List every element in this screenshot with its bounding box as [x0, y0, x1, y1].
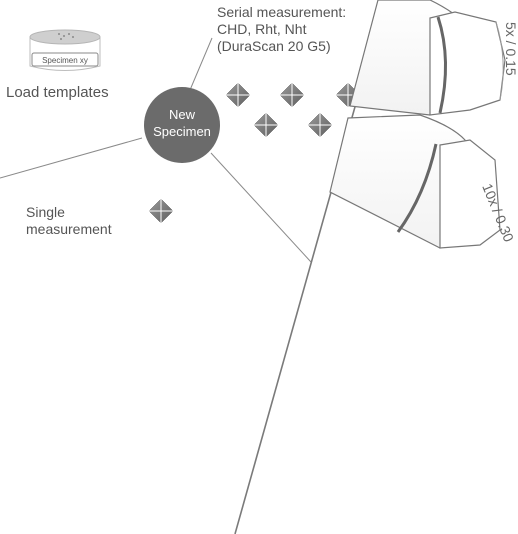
new-specimen-label-line1: New: [169, 107, 196, 122]
single-measurement-label[interactable]: Single measurement: [26, 204, 112, 237]
load-templates-label[interactable]: Load templates: [6, 84, 109, 101]
specimen-holder-icon[interactable]: Specimen xy: [29, 29, 101, 71]
objective-lens-icon[interactable]: 10x / 0.30: [329, 114, 517, 249]
diamond-marker-icon[interactable]: [307, 112, 333, 138]
diamond-marker-icon[interactable]: [279, 82, 305, 108]
serial-measurement-label[interactable]: Serial measurement: CHD, Rht, Nht (DuraS…: [217, 4, 347, 54]
specimen-card-label: Specimen xy: [42, 56, 88, 65]
new-specimen-button[interactable]: New Specimen: [144, 87, 220, 163]
connector-line-left: [0, 137, 143, 179]
new-specimen-label-line2: Specimen: [153, 124, 211, 139]
connector-line-down: [210, 152, 312, 263]
diamond-marker-icon[interactable]: [253, 112, 279, 138]
objective-lens-icon[interactable]: 5x / 0.15: [349, 0, 518, 116]
objective-5x-label: 5x / 0.15: [503, 22, 518, 76]
connector-line-top: [189, 37, 213, 91]
diamond-marker-icon[interactable]: [225, 82, 251, 108]
diamond-marker-icon[interactable]: [148, 198, 174, 224]
